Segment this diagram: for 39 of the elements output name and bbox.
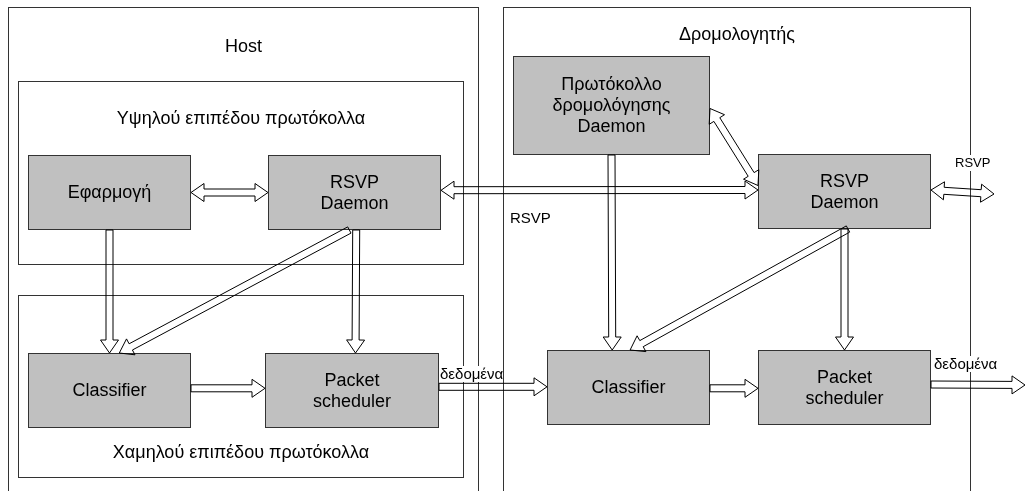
box-label: Πρωτόκολλο δρομολόγησης Daemon [551, 74, 672, 137]
hollow-arrow [930, 375, 1026, 395]
process-box [268, 155, 441, 230]
hollow-arrow [440, 180, 759, 200]
process-box [758, 154, 931, 229]
process-box [28, 353, 191, 428]
hollow-arrow [190, 378, 266, 398]
process-box [513, 56, 710, 155]
box-label: Packet scheduler [311, 369, 392, 412]
box-label: RSVP Daemon [319, 171, 390, 214]
box-label: Εφαρμογή [67, 182, 152, 203]
process-box [758, 350, 931, 425]
section-title: Host [225, 36, 262, 57]
hollow-arrow [602, 154, 622, 351]
hollow-arrow [835, 228, 854, 351]
section-title: Δρομολογητής [679, 24, 795, 45]
box-label: Packet scheduler [804, 366, 885, 409]
hollow-arrow [709, 378, 759, 398]
box-label: Classifier [591, 377, 666, 398]
edge-label: RSVP [510, 210, 551, 226]
section-title: Υψηλού επιπέδου πρωτόκολλα [116, 108, 366, 129]
hollow-arrow [118, 226, 352, 356]
hollow-arrow [629, 225, 851, 353]
hollow-arrow [190, 183, 269, 202]
process-box [28, 155, 191, 230]
hollow-arrow [930, 181, 995, 203]
edge-label: δεδομένα [440, 366, 504, 382]
hollow-arrow [100, 229, 119, 354]
process-box [547, 350, 710, 425]
section-title: Χαμηλού επιπέδου πρωτόκολλα [112, 442, 370, 463]
group-panel [18, 81, 464, 265]
hollow-arrow [346, 229, 366, 354]
hollow-arrow [708, 108, 760, 186]
edge-label: δεδομένα [934, 356, 998, 372]
edge-label: RSVP [955, 155, 991, 171]
box-label: RSVP Daemon [809, 170, 880, 213]
process-box [265, 353, 439, 428]
box-label: Classifier [72, 380, 147, 401]
hollow-arrow [438, 377, 548, 397]
